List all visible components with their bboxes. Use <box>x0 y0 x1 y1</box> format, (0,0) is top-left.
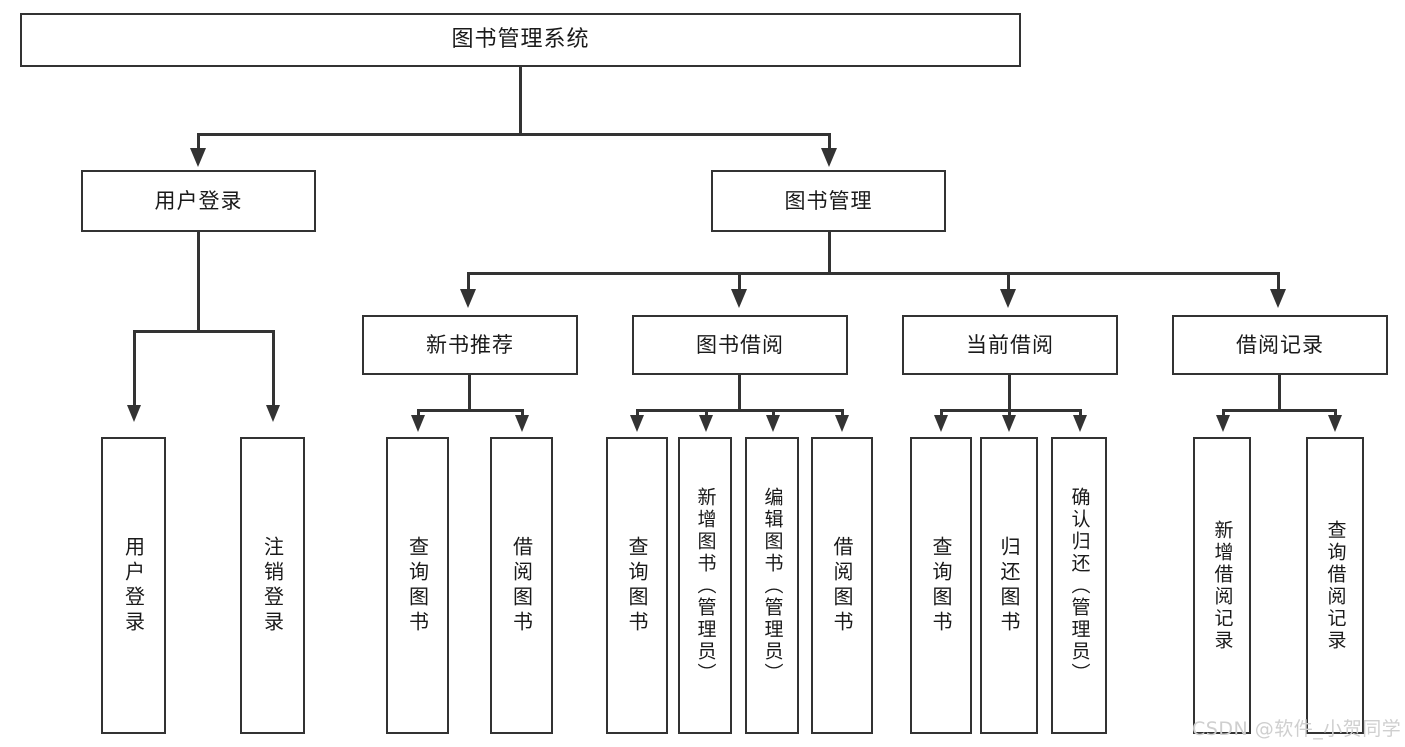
leaf-query-books-recommendation[interactable]: 查询图书 <box>386 437 449 734</box>
connector-bb-drop-1 <box>636 409 639 419</box>
leaf-logout[interactable]: 注销登录 <box>240 437 305 734</box>
arrow-head-icon <box>1073 415 1087 432</box>
connector-bb-drop-2 <box>705 409 708 419</box>
node-borrowing-record[interactable]: 借阅记录 <box>1172 315 1388 375</box>
leaf-add-book-admin[interactable]: 新增图书（管理员） <box>678 437 732 734</box>
connector-root-drop-1 <box>197 133 200 155</box>
connector-bb-rail <box>636 409 842 412</box>
arrow-head-icon <box>1002 415 1016 432</box>
connector-bm-drop-1 <box>467 272 470 296</box>
leaf-query-books-borrowing[interactable]: 查询图书 <box>606 437 668 734</box>
arrow-head-icon <box>1328 415 1342 432</box>
node-label: 当前借阅 <box>966 332 1054 357</box>
arrow-head-icon <box>630 415 644 432</box>
node-book-borrowing[interactable]: 图书借阅 <box>632 315 848 375</box>
connector-user-login-drop-2 <box>272 330 275 412</box>
connector-br-rail <box>1222 409 1336 412</box>
node-label: 图书管理 <box>784 188 873 213</box>
node-label: 用户登录 <box>154 188 243 213</box>
arrow-head-icon <box>266 405 280 422</box>
arrow-head-icon <box>1270 289 1286 308</box>
connector-br-drop-1 <box>1222 409 1225 419</box>
connector-nbr-drop-1 <box>417 409 420 419</box>
connector-nbr-rail <box>417 409 523 412</box>
arrow-head-icon <box>699 415 713 432</box>
connector-user-login-stem <box>197 232 200 332</box>
node-label: 查询图书 <box>405 535 430 636</box>
leaf-confirm-return-admin[interactable]: 确认归还（管理员） <box>1051 437 1107 734</box>
connector-bm-drop-3 <box>1007 272 1010 296</box>
connector-cb-rail <box>940 409 1081 412</box>
connector-bb-stem <box>738 375 741 411</box>
node-new-book-recommendation[interactable]: 新书推荐 <box>362 315 578 375</box>
connector-br-stem <box>1278 375 1281 411</box>
connector-bb-drop-3 <box>772 409 775 419</box>
node-current-borrowing[interactable]: 当前借阅 <box>902 315 1118 375</box>
connector-bb-drop-4 <box>841 409 844 419</box>
leaf-borrow-books-recommendation[interactable]: 借阅图书 <box>490 437 553 734</box>
node-label: 借阅记录 <box>1236 332 1324 357</box>
node-label: 编辑图书（管理员） <box>761 486 784 685</box>
node-label: 查询图书 <box>625 535 649 636</box>
node-label: 新增借阅记录 <box>1211 519 1234 652</box>
connector-book-management-rail <box>467 272 1279 275</box>
leaf-edit-book-admin[interactable]: 编辑图书（管理员） <box>745 437 799 734</box>
leaf-query-borrowing-record[interactable]: 查询借阅记录 <box>1306 437 1364 734</box>
connector-book-management-stem <box>828 232 831 274</box>
node-label: 归还图书 <box>997 535 1021 636</box>
arrow-head-icon <box>766 415 780 432</box>
leaf-borrow-books-borrowing[interactable]: 借阅图书 <box>811 437 873 734</box>
arrow-head-icon <box>190 148 206 167</box>
leaf-add-borrowing-record[interactable]: 新增借阅记录 <box>1193 437 1251 734</box>
node-label: 借阅图书 <box>509 535 534 636</box>
connector-user-login-drop-1 <box>133 330 136 412</box>
connector-cb-drop-3 <box>1079 409 1082 419</box>
arrow-head-icon <box>515 415 529 432</box>
connector-nbr-stem <box>468 375 471 411</box>
arrow-head-icon <box>460 289 476 308</box>
arrow-head-icon <box>1216 415 1230 432</box>
node-label: 用户登录 <box>121 535 146 636</box>
arrow-head-icon <box>835 415 849 432</box>
connector-cb-drop-1 <box>940 409 943 419</box>
connector-nbr-drop-2 <box>521 409 524 419</box>
node-label: 图书借阅 <box>696 332 784 357</box>
arrow-head-icon <box>1000 289 1016 308</box>
connector-bm-drop-2 <box>738 272 741 296</box>
connector-cb-stem <box>1008 375 1011 411</box>
node-label: 查询图书 <box>929 535 953 636</box>
arrow-head-icon <box>731 289 747 308</box>
node-root-book-management-system[interactable]: 图书管理系统 <box>20 13 1021 67</box>
connector-bm-drop-4 <box>1277 272 1280 296</box>
node-label: 确认归还（管理员） <box>1068 486 1091 685</box>
node-label: 注销登录 <box>260 535 285 636</box>
connector-br-drop-2 <box>1334 409 1337 419</box>
node-label: 借阅图书 <box>830 535 854 636</box>
connector-user-login-rail <box>133 330 275 333</box>
arrow-head-icon <box>411 415 425 432</box>
leaf-user-login[interactable]: 用户登录 <box>101 437 166 734</box>
connector-cb-drop-2 <box>1008 409 1011 419</box>
node-book-management[interactable]: 图书管理 <box>711 170 946 232</box>
arrow-head-icon <box>821 148 837 167</box>
connector-root-rail <box>197 133 831 136</box>
connector-root-stem <box>519 67 522 133</box>
connector-root-drop-2 <box>828 133 831 155</box>
leaf-query-books-current[interactable]: 查询图书 <box>910 437 972 734</box>
node-user-login[interactable]: 用户登录 <box>81 170 316 232</box>
arrow-head-icon <box>934 415 948 432</box>
node-label: 图书管理系统 <box>451 27 590 53</box>
node-label: 新书推荐 <box>426 332 514 357</box>
node-label: 新增图书（管理员） <box>694 486 717 685</box>
node-label: 查询借阅记录 <box>1324 519 1347 652</box>
arrow-head-icon <box>127 405 141 422</box>
leaf-return-books[interactable]: 归还图书 <box>980 437 1038 734</box>
